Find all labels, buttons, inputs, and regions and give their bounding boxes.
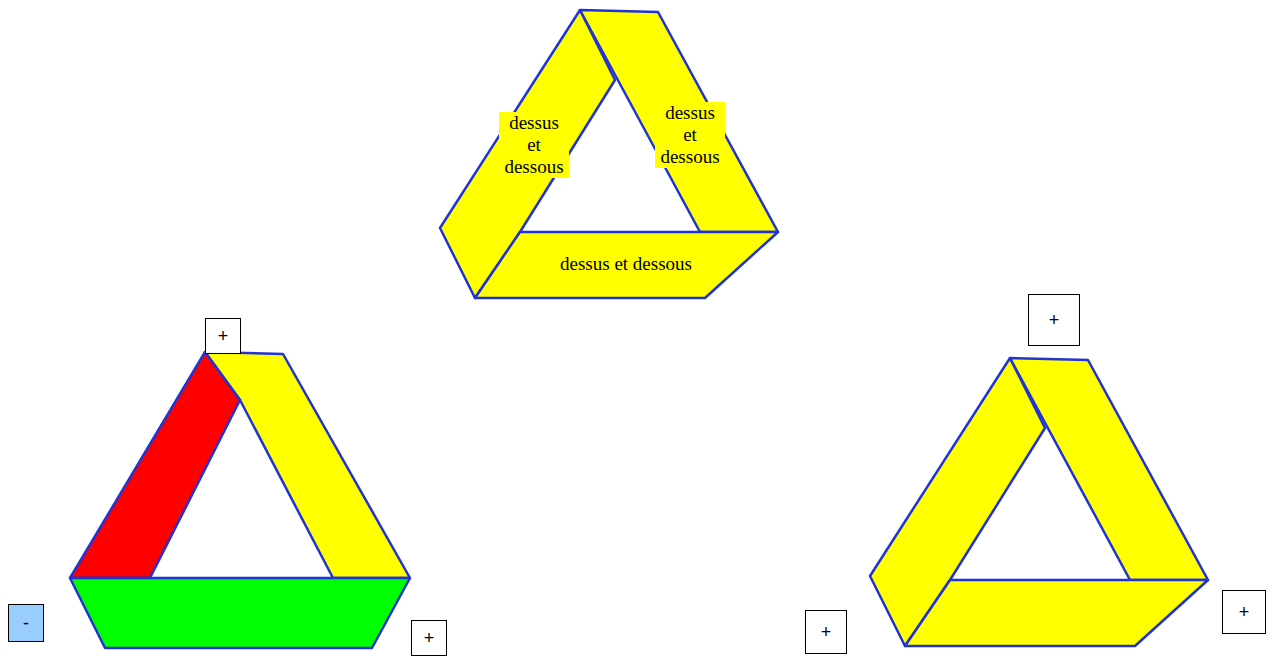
yellow-band — [870, 358, 1208, 646]
sign-symbol: - — [23, 613, 29, 633]
red-side — [70, 352, 240, 578]
band-label: dessus et dessous — [655, 102, 725, 168]
band-label: dessus et dessous — [558, 253, 694, 275]
sign-symbol: + — [1049, 310, 1060, 330]
band-bottom-side — [905, 580, 1208, 646]
sign-box: + — [411, 620, 447, 656]
green-side — [70, 578, 410, 648]
sign-box: + — [1222, 590, 1266, 634]
sign-box: - — [8, 604, 44, 642]
sign-symbol: + — [218, 326, 229, 346]
band-shape — [475, 232, 778, 298]
band-shape — [580, 10, 778, 232]
sign-symbol: + — [424, 628, 435, 648]
three-colour-band — [70, 352, 410, 648]
sign-box: + — [805, 610, 847, 654]
sign-box: + — [1028, 294, 1080, 346]
sign-symbol: + — [1239, 602, 1250, 622]
band-side: dessus et dessous — [472, 229, 781, 301]
band-label: dessus et dessous — [499, 112, 569, 178]
band-right-side — [1010, 358, 1208, 580]
band-side: dessus et dessous — [577, 7, 781, 235]
sign-box: + — [205, 318, 241, 354]
sign-symbol: + — [821, 622, 832, 642]
yellow-side — [205, 352, 410, 578]
